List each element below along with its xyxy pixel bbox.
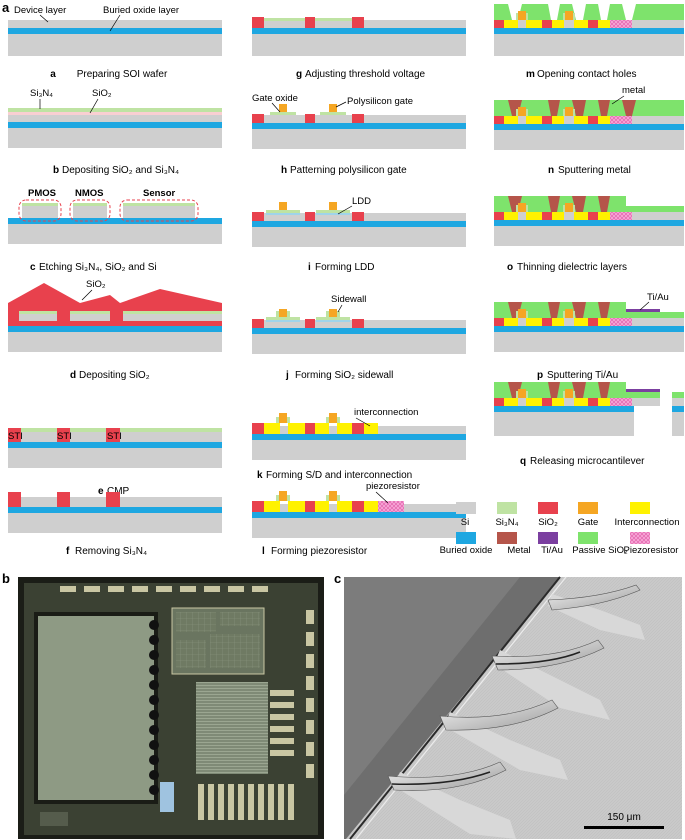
step-m-diagram xyxy=(494,4,684,56)
label-tiau: Ti/Au xyxy=(647,292,669,303)
caption-l-letter: l xyxy=(262,546,265,557)
caption-f-letter: f xyxy=(66,546,70,557)
legend-tiau: Ti/Au xyxy=(541,545,563,556)
caption-i-letter: i xyxy=(308,262,311,273)
label-sti-3: STI xyxy=(107,431,122,442)
legend-swatch-si xyxy=(456,502,476,514)
caption-g-letter: g xyxy=(296,69,302,80)
label-device-layer: Device layer xyxy=(14,5,66,16)
legend-swatch-buried-oxide xyxy=(456,532,476,544)
step-q-diagram xyxy=(494,382,684,436)
legend-metal: Metal xyxy=(507,545,530,556)
chip-micrograph xyxy=(18,577,324,839)
step-h-diagram xyxy=(252,104,466,149)
caption-p-text: Sputtering Ti/Au xyxy=(547,370,618,381)
caption-m-text: Opening contact holes xyxy=(537,69,637,80)
caption-l-text: Forming piezoresistor xyxy=(271,546,368,557)
legend-swatch-sio2 xyxy=(538,502,558,514)
step-a-diagram xyxy=(8,20,222,56)
legend-gate: Gate xyxy=(578,517,599,528)
caption-c-text: Etching Si₃N₄, SiO₂ and Si xyxy=(39,262,157,273)
caption-i-text: Forming LDD xyxy=(315,262,374,273)
legend-swatch-si3n4 xyxy=(497,502,517,514)
label-sti-2: STI xyxy=(57,431,72,442)
label-polysilicon-gate: Polysilicon gate xyxy=(347,96,413,107)
caption-b-text: Depositing SiO₂ and Si₃N₄ xyxy=(62,165,179,176)
label-metal: metal xyxy=(622,85,645,96)
step-e-diagram xyxy=(8,428,222,468)
label-nmos: NMOS xyxy=(75,188,104,199)
caption-q-letter: q xyxy=(520,456,526,467)
label-interconnection: interconnection xyxy=(354,407,418,418)
caption-h-letter: h xyxy=(281,165,287,176)
legend-swatch-interconnection xyxy=(630,502,650,514)
step-k-diagram xyxy=(252,413,466,460)
step-f-diagram xyxy=(8,492,222,533)
caption-n-letter: n xyxy=(548,165,554,176)
panel-label-a: a xyxy=(2,0,10,15)
legend-passive-sio2: Passive SiO₂ xyxy=(572,545,628,556)
caption-a-text: Preparing SOI wafer xyxy=(77,69,168,80)
scale-bar-label: 150 μm xyxy=(607,812,641,823)
step-n-diagram xyxy=(494,100,684,150)
legend-piezoresistor: Piezoresistor xyxy=(624,545,679,556)
panel-label-c: c xyxy=(334,571,341,586)
step-j-diagram xyxy=(252,309,466,354)
label-sidewall: Sidewall xyxy=(331,294,366,305)
legend-buried-oxide: Buried oxide xyxy=(440,545,493,556)
caption-j-letter: j xyxy=(285,370,289,381)
caption-p-letter: p xyxy=(537,370,543,381)
caption-f-text: Removing Si₃N₄ xyxy=(75,546,147,557)
caption-h-text: Patterning polysilicon gate xyxy=(290,165,407,176)
step-l-diagram xyxy=(252,491,466,538)
legend-si: Si xyxy=(461,517,469,528)
caption-g-text: Adjusting threshold voltage xyxy=(305,69,426,80)
legend-swatch-piezoresistor xyxy=(630,532,650,544)
caption-e-letter: e xyxy=(98,486,104,497)
caption-m-letter: m xyxy=(526,69,535,80)
legend-swatch-passive-sio2 xyxy=(578,532,598,544)
label-buried-oxide-layer: Buried oxide layer xyxy=(103,5,179,16)
caption-e-text: CMP xyxy=(107,486,130,497)
step-d-diagram xyxy=(8,283,222,352)
label-pmos: PMOS xyxy=(28,188,56,199)
caption-b-letter: b xyxy=(53,165,59,176)
sem-micrograph xyxy=(344,576,682,840)
legend-interconnection: Interconnection xyxy=(615,517,680,528)
label-gate-oxide: Gate oxide xyxy=(252,93,298,104)
legend-swatch-gate xyxy=(578,502,598,514)
label-piezoresistor: piezoresistor xyxy=(366,481,420,492)
panel-label-b: b xyxy=(2,571,10,586)
caption-j-text: Forming SiO₂ sidewall xyxy=(295,370,393,381)
scale-bar xyxy=(584,826,664,829)
caption-n-text: Sputtering metal xyxy=(558,165,631,176)
caption-c-letter: c xyxy=(30,262,36,273)
caption-o-text: Thinning dielectric layers xyxy=(517,262,627,273)
label-sti-1: STI xyxy=(8,431,23,442)
step-b-diagram xyxy=(8,108,222,148)
step-g-diagram xyxy=(252,17,466,56)
legend: Si Si₃N₄ SiO₂ Gate Interconnection Burie… xyxy=(440,502,680,556)
caption-d-letter: d xyxy=(70,370,76,381)
label-sio2-b: SiO₂ xyxy=(92,88,112,99)
caption-a: a xyxy=(50,69,56,80)
label-ldd: LDD xyxy=(352,196,371,207)
label-si3n4: Si₃N₄ xyxy=(30,88,53,99)
caption-k-text: Forming S/D and interconnection xyxy=(266,470,412,481)
label-sio2-d: SiO₂ xyxy=(86,279,106,290)
label-sensor: Sensor xyxy=(143,188,176,199)
step-o-diagram xyxy=(494,196,684,246)
legend-swatch-metal xyxy=(497,532,517,544)
caption-k-letter: k xyxy=(257,470,263,481)
caption-o-letter: o xyxy=(507,262,513,273)
legend-swatch-tiau xyxy=(538,532,558,544)
caption-q-text: Releasing microcantilever xyxy=(530,456,645,467)
step-p-diagram xyxy=(494,302,684,352)
legend-sio2: SiO₂ xyxy=(538,517,558,528)
caption-d-text: Depositing SiO₂ xyxy=(79,370,150,381)
legend-si3n4: Si₃N₄ xyxy=(495,517,518,528)
step-i-diagram xyxy=(252,202,466,247)
step-c-diagram xyxy=(8,199,222,244)
